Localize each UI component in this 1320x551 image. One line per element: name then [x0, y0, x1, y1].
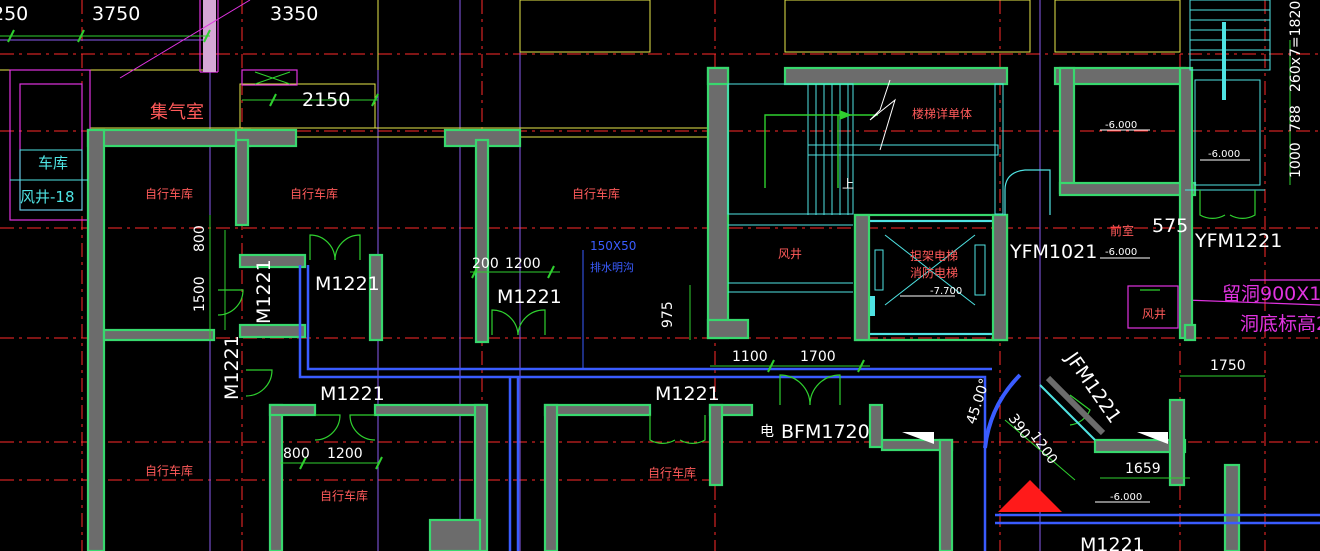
room-labels: 集气室 自行车库 自行车库 自行车库 自行车库 自行车库 自行车库 楼梯详单体 … — [20, 102, 1166, 503]
dim-1000: 1000 — [1288, 142, 1304, 178]
garage-shaft-label-1: 车库 — [38, 154, 68, 172]
door-m1221-d: M1221 — [221, 335, 243, 400]
dim-800-bottom: 800 — [283, 446, 310, 462]
dim-2150: 2150 — [302, 89, 350, 111]
dim-1100: 1100 — [732, 349, 768, 365]
door-m1221-g: M1221 — [1080, 534, 1145, 551]
room-elevator-1: 担架电梯 — [910, 249, 958, 263]
room-shaft-2: 风井 — [1142, 307, 1166, 321]
cross-symbols — [119, 0, 291, 85]
dim-1200-bottom: 1200 — [327, 446, 363, 462]
elevator-car — [874, 234, 986, 306]
note-texts: 留洞900X1150 洞底标高2500 — [1222, 283, 1320, 335]
level-3: -6.000 — [1105, 247, 1137, 258]
dim-1659: 1659 — [1125, 461, 1161, 477]
room-elevator-2: 消防电梯 — [910, 265, 958, 280]
dim-260x7: 260x7=1820 — [1288, 1, 1304, 92]
garage-shaft-label-2: 风井-18 — [20, 188, 75, 206]
dim-788: 788 — [1288, 105, 1304, 132]
dim-3350: 3350 — [270, 3, 318, 25]
elevator-button — [870, 296, 875, 316]
curve-wall — [983, 373, 1022, 449]
drain-size-label: 150X50 — [590, 239, 636, 253]
fire-door-leaf — [1039, 384, 1096, 441]
level-2: -6.000 — [1208, 149, 1240, 160]
dim-1500: 1500 — [192, 276, 208, 312]
door-m1221-f: M1221 — [655, 383, 720, 405]
room-bike-6: 自行车库 — [648, 465, 696, 480]
room-bike-4: 自行车库 — [145, 463, 193, 478]
door-yfm1221: YFM1221 — [1194, 230, 1282, 252]
walls — [86, 66, 1241, 551]
north-triangle — [998, 480, 1062, 512]
stair-up-label: 上 — [842, 177, 854, 191]
door-m1221-e: M1221 — [320, 383, 385, 405]
tick-marks — [7, 29, 865, 470]
door-m1221-a: M1221 — [315, 273, 380, 295]
slope-symbols — [902, 432, 1168, 444]
dimension-lines — [0, 35, 1291, 481]
room-bike-5: 自行车库 — [320, 488, 368, 503]
door-swings — [217, 190, 1256, 444]
dim-800-left: 800 — [192, 225, 208, 252]
room-front: 前室 — [1110, 223, 1134, 238]
dim-200: 200 — [472, 256, 499, 272]
room-bike-1: 自行车库 — [145, 186, 193, 201]
level-elevator: -7.700 — [930, 286, 962, 297]
room-bike-2: 自行车库 — [290, 186, 338, 201]
dim-1700: 1700 — [800, 349, 836, 365]
level-1: -6.000 — [1105, 120, 1137, 131]
note-opening-1: 留洞900X1150 — [1222, 283, 1320, 305]
dim-1750: 1750 — [1210, 358, 1246, 374]
drain-label: 排水明沟 — [590, 260, 634, 274]
fire-door-wall — [1045, 375, 1106, 436]
stair-arrow-right — [1222, 22, 1226, 100]
garage-shaft-box — [10, 149, 88, 211]
door-m1221-b: M1221 — [497, 286, 562, 308]
stair-arrow — [764, 109, 878, 188]
dim-45-deg: 45.00° — [964, 377, 994, 427]
dim-1200-diag: 1200 — [1027, 429, 1061, 467]
dim-3750: 3750 — [92, 3, 140, 25]
elec-label: 电 — [760, 424, 774, 440]
door-bfm1720: BFM1720 — [781, 421, 870, 443]
dimension-texts: 250 3750 3350 2150 800 1500 200 1200 975… — [0, 1, 1304, 477]
level-4: -6.000 — [1110, 492, 1142, 503]
level-texts: -6.000 -6.000 -6.000 -6.000 -7.700 — [930, 120, 1240, 503]
dim-975: 975 — [660, 301, 676, 328]
dim-575: 575 — [1152, 215, 1188, 237]
note-opening-2: 洞底标高2500 — [1240, 313, 1320, 335]
drain-trench — [298, 250, 1320, 551]
room-shaft-1: 风井 — [778, 247, 802, 261]
level-markers — [900, 129, 1250, 503]
room-gas: 集气室 — [150, 102, 204, 123]
room-stair-detail: 楼梯详单体 — [912, 106, 972, 121]
stair-lines — [727, 0, 1271, 293]
door-m1221-c: M1221 — [253, 259, 275, 324]
room-bike-3: 自行车库 — [572, 186, 620, 201]
fire-door-swing — [1004, 169, 1051, 215]
door-yfm1021: YFM1021 — [1009, 241, 1097, 263]
dim-250: 250 — [0, 3, 28, 25]
break-line — [869, 79, 896, 151]
dim-1200-mid: 1200 — [505, 256, 541, 272]
